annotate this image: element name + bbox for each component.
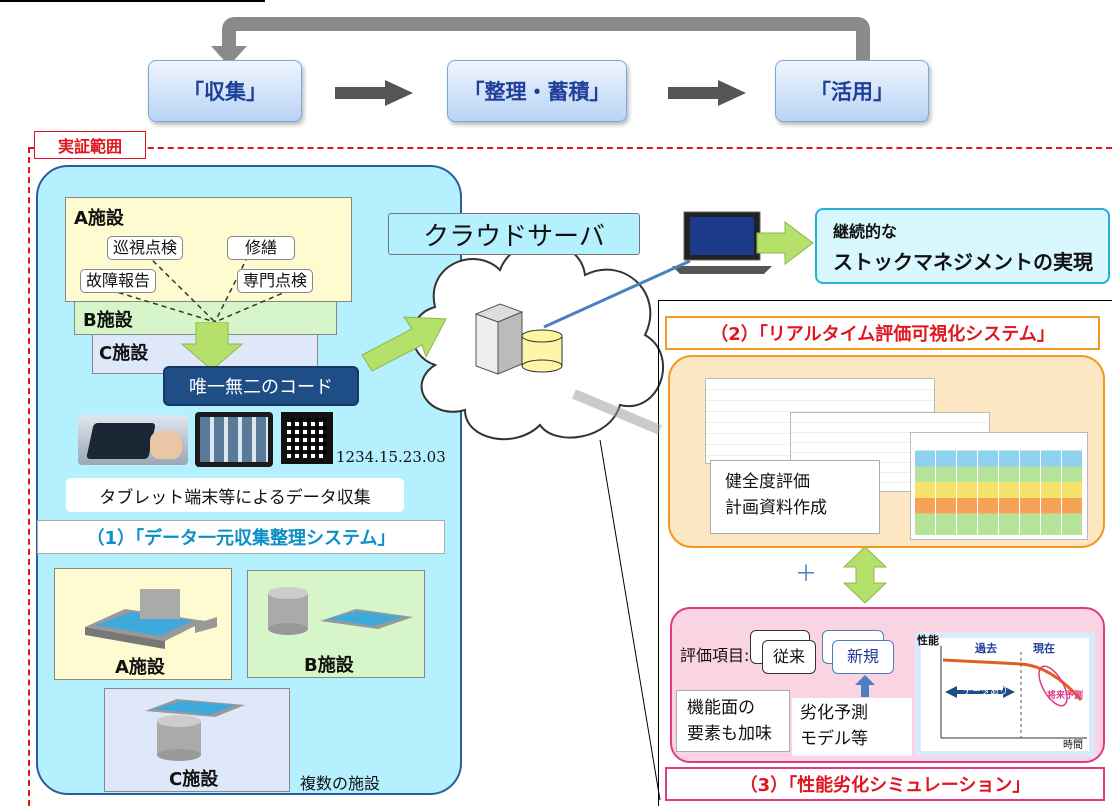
facility-a-illustration: [85, 589, 217, 649]
plus-sign: ＋: [795, 562, 818, 587]
graph-now-label: 現在: [1033, 642, 1055, 655]
scope-label: 実証範囲: [34, 131, 146, 159]
tablet-caption-box: タブレット端末等によるデータ収集: [66, 478, 404, 512]
facility-b-illustration: [268, 587, 413, 635]
up-arrow: [855, 675, 875, 697]
unique-code-box: 唯一無二のコード: [163, 366, 359, 406]
organize-step: 「整理・蓄積」: [447, 60, 627, 122]
graph-future-label: 将来予測: [1047, 691, 1084, 701]
facility-a-card: A施設: [54, 568, 232, 680]
performance-curve: [921, 638, 1089, 751]
cloud-server-label: クラウドサーバ: [388, 213, 640, 255]
task-connector-lines: [109, 247, 291, 323]
system3-title: （3）「性能劣化シミュレーション」: [665, 767, 1105, 801]
facility-c-illustration: [145, 699, 245, 761]
scope-boundary-left: [28, 147, 30, 806]
scope-boundary-top: [28, 147, 1112, 149]
to-result-arrow: [756, 221, 814, 265]
multiple-facilities-label: 複数の施設: [300, 774, 381, 793]
facility-c-card: C施設: [104, 688, 290, 792]
performance-graph: 性能 過去 現在 データあり 将来予測 時間: [915, 632, 1095, 757]
projection-lines: [572, 389, 662, 801]
graph-ylabel: 性能: [917, 634, 939, 647]
failure-report-tag: 故障報告: [80, 269, 157, 293]
utilize-step: 「活用」: [775, 60, 929, 122]
deterioration-model-box: 劣化予測モデル等: [792, 698, 912, 756]
feedback-loop-arrow: [211, 17, 870, 66]
graph-xlabel: 時間: [1063, 740, 1083, 751]
new-card: 新規: [832, 640, 894, 674]
server-icon: [474, 303, 563, 375]
repair-tag: 修繕: [227, 236, 295, 260]
right-region-frame: [658, 300, 1112, 806]
expert-inspection-tag: 専門点検: [237, 269, 314, 293]
tablet-hand-photo: [78, 415, 188, 465]
facility-b-card: B施設: [247, 570, 425, 678]
conventional-card: 従来: [762, 640, 816, 674]
graph-past-label: 過去: [975, 642, 997, 655]
system2-title: （2）「リアルタイム評価可視化システム」: [665, 316, 1100, 350]
qr-code-icon: [281, 412, 333, 464]
down-green-arrow: [180, 322, 244, 371]
code-number: 1234.15.23.03: [336, 448, 446, 466]
cloud-to-laptop-line: [543, 259, 691, 329]
tablet-screen-photo: [195, 412, 273, 467]
eval-items-label: 評価項目:: [680, 646, 750, 665]
function-elements-box: 機能面の要素も加味: [676, 690, 790, 752]
code-to-cloud-arrow: [361, 316, 447, 372]
facility-b-layer: B施設: [74, 297, 337, 335]
bidirectional-arrow: [842, 546, 888, 604]
laptop-icon: [672, 211, 772, 274]
header-underline: [0, 0, 265, 2]
system1-title: （1）「データ一元収集整理システム」: [37, 520, 445, 554]
heatmap-sheet: [910, 432, 1088, 540]
patrol-inspection-tag: 巡視点検: [107, 236, 184, 260]
flow-arrow-2: [668, 80, 746, 106]
flow-arrow-1: [335, 80, 413, 106]
result-box: 継続的な ストックマネジメントの実現: [815, 208, 1110, 284]
health-evaluation-box: 健全度評価計画資料作成: [710, 460, 880, 534]
collect-step: 「収集」: [148, 60, 302, 122]
graph-data-label: データあり: [963, 687, 1009, 697]
